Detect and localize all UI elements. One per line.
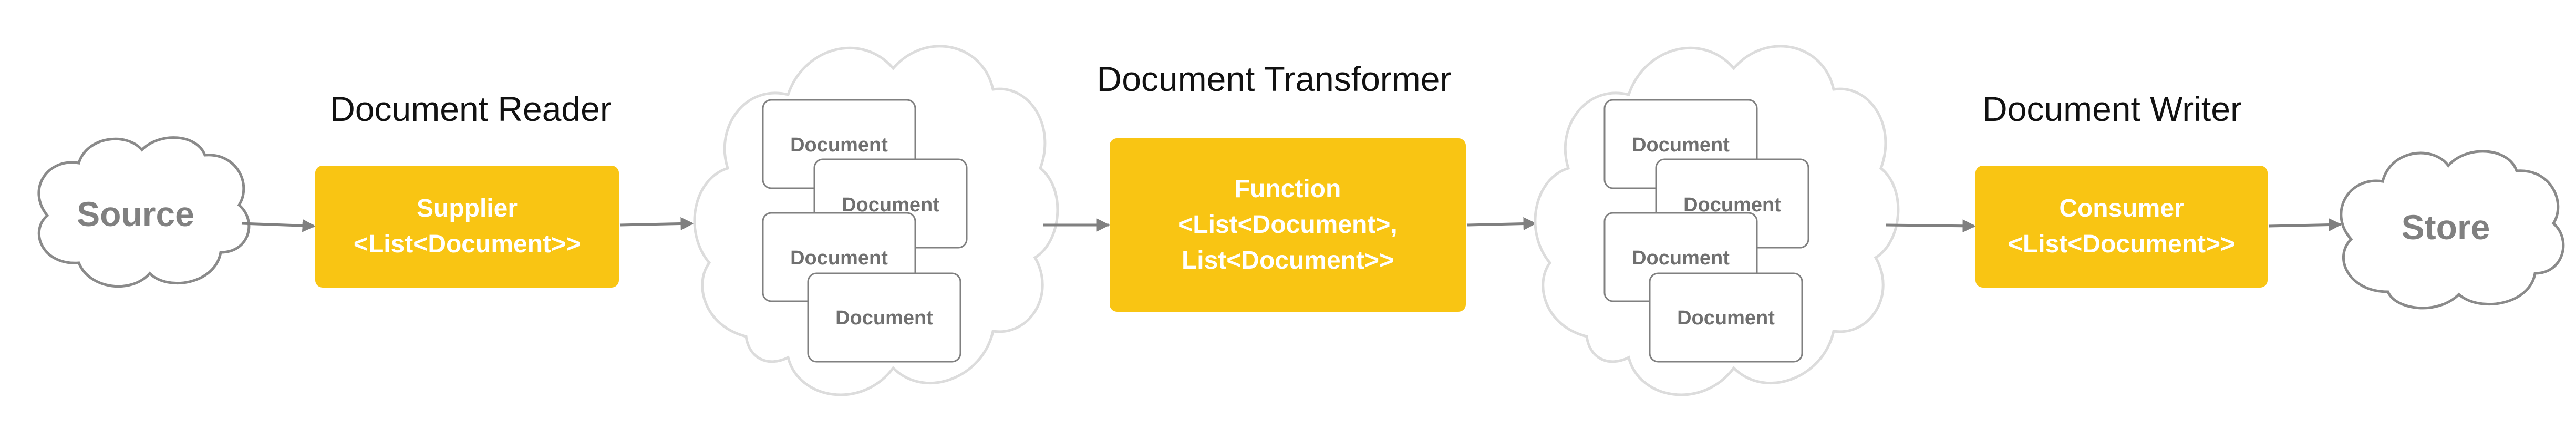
arrow-documents-to-writer [1886,219,1976,233]
document-label: Document [790,247,888,269]
source-node: Source [37,136,251,288]
writer-box-shape [1975,166,2268,288]
writer-box: Consumer <List<Document>> [1975,166,2268,288]
document-label: Document [835,307,933,329]
source-label: Source [77,195,194,233]
reader-box-shape [315,166,619,288]
reader-line-2: <List<Document>> [354,230,581,258]
document-group-2: Document Document Document Document [1534,45,1900,396]
arrow-source-to-reader [241,219,316,232]
reader-title: Document Reader [330,89,612,128]
writer-line-2: <List<Document>> [2008,230,2235,258]
arrow-transformer-to-documents [1466,217,1537,231]
document-label: Document [1632,134,1730,156]
transformer-box-shape [1110,138,1466,312]
store-cloud-shape [2340,150,2565,310]
writer-line-1: Consumer [2059,195,2184,222]
document-card: Document [1649,272,1803,363]
arrow-reader-to-documents [619,217,694,230]
reader-box: Supplier <List<Document>> [315,166,619,288]
transformer-line-3: List<Document>> [1182,247,1394,274]
document-card: Document [807,272,961,363]
transformer-line-1: Function [1235,175,1341,203]
transformer-title: Document Transformer [1097,59,1452,98]
transformer-box: Function <List<Document>, List<Document>… [1110,138,1466,312]
writer-title: Document Writer [1982,89,2242,128]
document-group-1: Document Document Document Document [693,45,1059,396]
document-label: Document [790,134,888,156]
transformer-line-2: <List<Document>, [1178,211,1397,239]
store-node: Store [2340,150,2565,310]
arrow-writer-to-store [2268,218,2342,231]
document-label: Document [1632,247,1730,269]
document-label: Document [1677,307,1775,329]
source-cloud-shape [37,136,251,288]
store-label: Store [2402,208,2490,247]
reader-line-1: Supplier [417,195,518,222]
